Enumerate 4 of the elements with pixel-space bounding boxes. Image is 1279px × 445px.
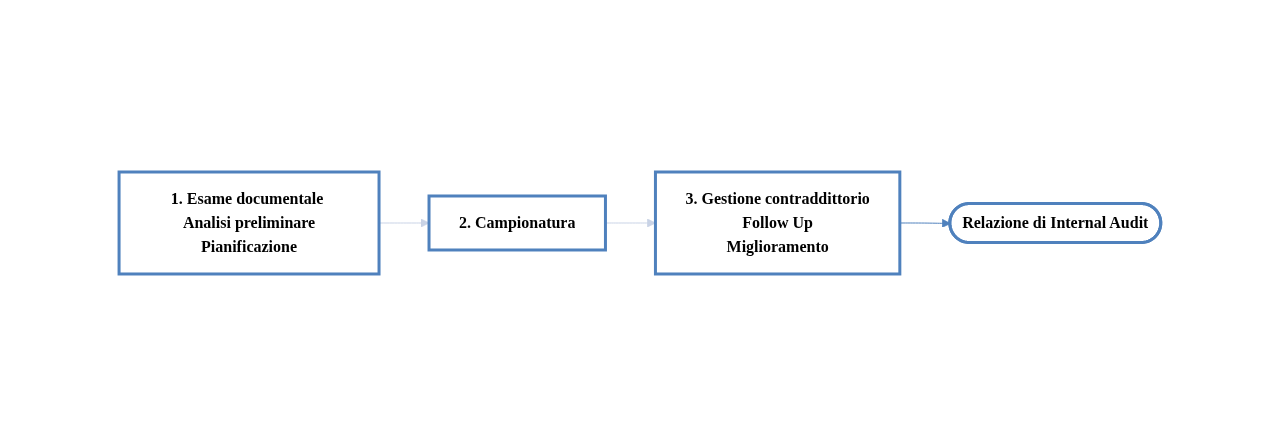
node-box: 3. Gestione contraddittorio Follow Up Miglioramento xyxy=(653,170,901,275)
node-box: 2. Campionatura xyxy=(427,194,607,251)
arrow xyxy=(378,218,429,227)
node-box: 1. Esame documentale Analisi preliminare Pianificazione xyxy=(117,170,381,275)
